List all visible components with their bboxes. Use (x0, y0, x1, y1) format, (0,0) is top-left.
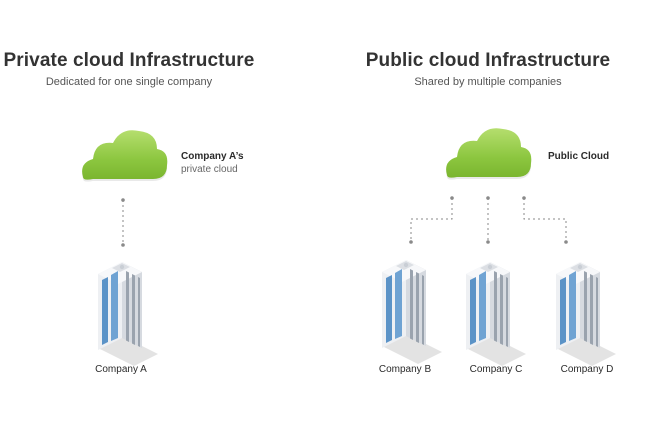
connector-dots (409, 196, 568, 244)
company-label-c: Company C (469, 364, 523, 375)
company-label-d: Company D (560, 364, 614, 375)
company-c-building-icon (466, 262, 526, 366)
public-cloud-icon (446, 128, 532, 180)
private-cloud-icon (82, 130, 168, 182)
public-cloud-label: Public Cloud (548, 151, 610, 162)
private-cloud-title: Private cloud Infrastructure (3, 50, 255, 71)
private-cloud-label-line2: private cloud (181, 164, 238, 175)
public-cloud-title: Public cloud Infrastructure (365, 50, 611, 71)
public-cloud-subtitle: Shared by multiple companies (414, 76, 562, 88)
company-d-building-icon (556, 262, 616, 366)
company-label-a: Company A (95, 364, 147, 375)
company-label-b: Company B (378, 364, 432, 375)
private-cloud-subtitle: Dedicated for one single company (45, 76, 213, 88)
company-a-building-icon (98, 262, 158, 366)
connector-dot (121, 198, 125, 202)
public-connectors (410, 198, 567, 242)
private-cloud-label-line1: Company A’s (181, 151, 244, 162)
company-b-building-icon (382, 260, 442, 364)
connector-dot (121, 243, 125, 247)
